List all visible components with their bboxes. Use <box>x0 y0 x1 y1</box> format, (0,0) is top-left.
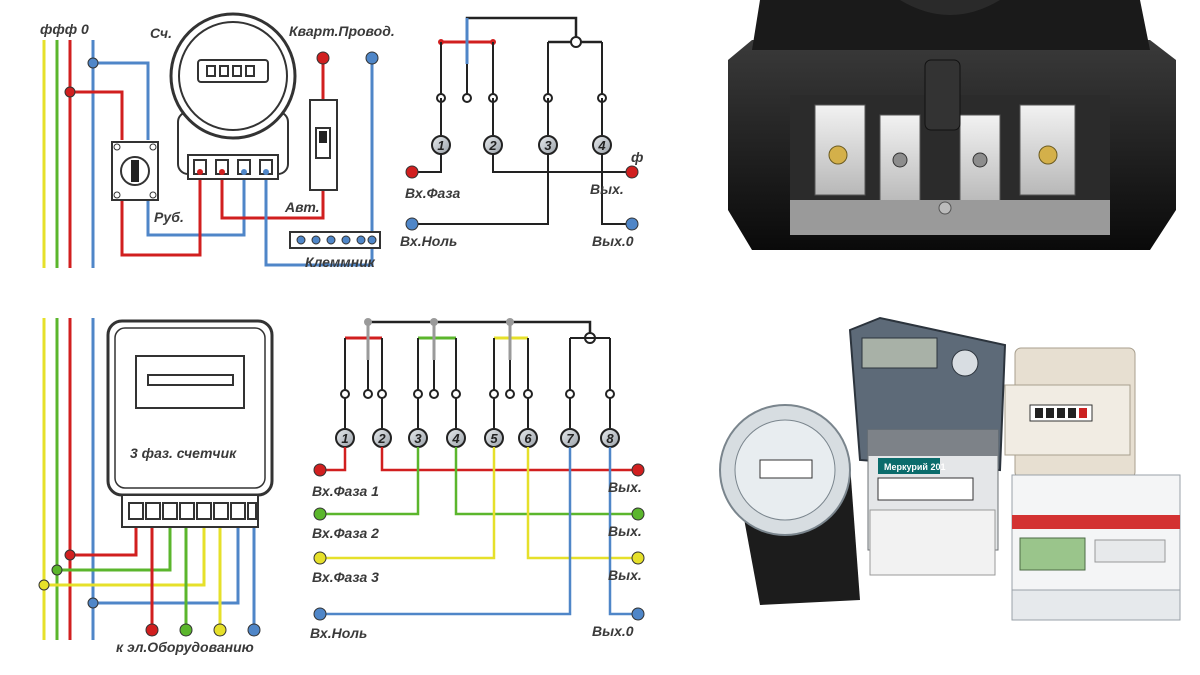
svg-text:4: 4 <box>451 431 460 446</box>
circuit-breaker <box>309 99 338 191</box>
input-phase-3-label: Вх.Фаза 3 <box>312 569 379 585</box>
junction-dot <box>64 86 76 98</box>
wire-phase-to-switch <box>70 90 124 140</box>
terminal-block-label: Клеммник <box>305 254 376 270</box>
diagram-three-phase-meter: 3 фаз. счетчик к эл.Оборудованию <box>38 318 274 655</box>
meters-photo: Меркурий 201 <box>719 316 1181 621</box>
terminal-block <box>289 231 381 249</box>
wire-switch-to-meter-phase <box>120 172 202 257</box>
input-neutral-label: Вх.Ноль <box>400 233 457 249</box>
input-neutral-dot <box>405 217 419 231</box>
output-phase-label: Вых. <box>590 181 624 197</box>
phase-out-marker: ф <box>631 149 643 165</box>
input-neutral-label: Вх.Ноль <box>310 625 367 641</box>
to-equipment-label: к эл.Оборудованию <box>116 639 254 655</box>
terminal-5: 5 <box>484 428 504 448</box>
terminal-2: 2 <box>372 428 392 448</box>
svg-text:4: 4 <box>597 138 606 153</box>
terminal-1: 1 <box>335 428 355 448</box>
terminal-3: 3 <box>408 428 428 448</box>
terminal-4: 4 <box>592 135 612 155</box>
input-phase-1-label: Вх.Фаза 1 <box>312 483 379 499</box>
svg-text:3: 3 <box>544 138 552 153</box>
svg-text:3: 3 <box>414 431 422 446</box>
terminal-2: 2 <box>483 135 503 155</box>
diagram-three-phase-terminals: 1 2 3 4 5 6 7 8 Вх.Фаза 1 Вх.Фаза 2 Вх.Ф… <box>310 318 645 641</box>
svg-text:8: 8 <box>606 431 614 446</box>
equipment-dot <box>247 623 261 637</box>
apartment-phase-terminal <box>316 51 330 65</box>
output-neutral-label: Вых.0 <box>592 623 634 639</box>
terminal-7: 7 <box>560 428 580 448</box>
diagram-single-phase-apartment: ффф 0 Руб. <box>40 12 395 270</box>
three-phase-meter <box>106 319 274 528</box>
terminal-1: 1 <box>431 135 451 155</box>
svg-text:1: 1 <box>437 138 444 153</box>
bus-wire-black <box>465 16 578 42</box>
terminal-8: 8 <box>600 428 620 448</box>
output-neutral-label: Вых.0 <box>592 233 634 249</box>
svg-text:5: 5 <box>490 431 498 446</box>
svg-text:6: 6 <box>524 431 532 446</box>
input-phase-label: Вх.Фаза <box>405 185 460 201</box>
svg-text:7: 7 <box>566 431 574 446</box>
meter-label: Сч. <box>150 25 172 41</box>
wire-meter-to-breaker <box>220 172 325 220</box>
equipment-dot <box>213 623 227 637</box>
terminal-block-photo <box>712 0 1182 258</box>
svg-text:2: 2 <box>488 138 497 153</box>
wire-switch-to-meter-neutral <box>146 172 246 237</box>
terminal-4: 4 <box>446 428 466 448</box>
single-phase-meter <box>169 12 297 180</box>
bus-label: ффф 0 <box>40 21 89 37</box>
rotary-switch <box>111 141 159 201</box>
three-phase-meter-label: 3 фаз. счетчик <box>130 445 237 461</box>
meter-brand-label: Меркурий 201 <box>884 462 945 472</box>
input-phase-dot <box>405 165 419 179</box>
output-phase-dot <box>625 165 639 179</box>
output-neutral-dot <box>625 217 639 231</box>
input-phase-2-label: Вх.Фаза 2 <box>312 525 379 541</box>
svg-text:2: 2 <box>377 431 386 446</box>
equipment-dot <box>179 623 193 637</box>
output-1-label: Вых. <box>608 479 642 495</box>
wire-meter-to-terminal <box>264 172 374 267</box>
terminal-3: 3 <box>538 135 558 155</box>
junction-dot <box>87 57 99 69</box>
breaker-label: Авт. <box>284 199 320 215</box>
svg-text:1: 1 <box>341 431 348 446</box>
switch-label: Руб. <box>154 209 184 225</box>
apartment-neutral-terminal <box>365 51 379 65</box>
wire-neutral-to-switch <box>93 61 150 140</box>
output-2-label: Вых. <box>608 523 642 539</box>
diagram-single-phase-terminals: 1 2 3 4 ф Вх.Фаза Вых. Вх.Ноль Вых.0 <box>400 16 643 249</box>
terminal-6: 6 <box>518 428 538 448</box>
output-3-label: Вых. <box>608 567 642 583</box>
apartment-wiring-label: Кварт.Провод. <box>289 23 395 39</box>
equipment-dot <box>145 623 159 637</box>
